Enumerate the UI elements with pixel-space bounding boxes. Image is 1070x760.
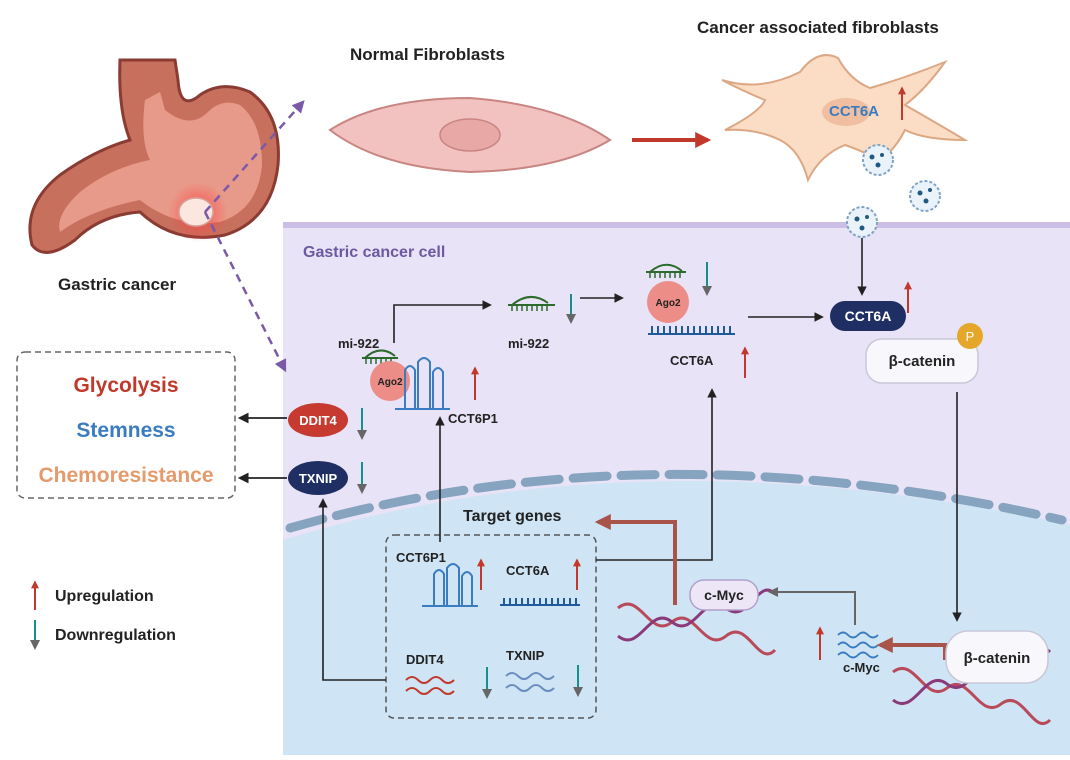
cct6p1-nuc-label: CCT6P1 — [396, 550, 446, 565]
cmyc-dna-box — [689, 579, 759, 611]
target-genes-brown-arrow — [594, 514, 677, 605]
cct6a-membrane-badge — [830, 301, 906, 331]
cmyc-mrna — [837, 631, 879, 659]
nuclear-envelope — [285, 469, 1067, 533]
cct6p1-cyto-label: CCT6P1 — [448, 411, 498, 426]
cct6a-nuc-mrna — [500, 598, 580, 606]
mi922-mid-hairpin — [508, 296, 555, 311]
cct6a-export-line — [596, 388, 717, 561]
caf-cct6a-label: CCT6A — [829, 103, 879, 120]
cct6p1-nuc-hairpin — [422, 563, 478, 607]
ddit4-nuc-label: DDIT4 — [406, 652, 444, 667]
beta-catenin-nucleus-box — [945, 630, 1049, 684]
dashed-arrow-to-fibroblast — [204, 100, 305, 213]
stemness-label: Stemness — [76, 419, 175, 442]
cct6a-mrna-cyto — [648, 326, 735, 335]
mi922-left-hairpin — [362, 349, 398, 364]
ago2-left — [370, 361, 410, 401]
ago2-right — [647, 281, 689, 323]
caf-label: Cancer associated fibroblasts — [697, 18, 939, 37]
caf-cell — [721, 54, 969, 183]
normal-fibroblasts-label: Normal Fibroblasts — [350, 45, 505, 64]
exosome — [846, 206, 878, 238]
ddit4-nuc-mrna — [405, 676, 455, 695]
ago2-right-label: Ago2 — [656, 298, 681, 309]
mi922-left-label: mi-922 — [338, 336, 379, 351]
txnip-cyto-badge — [288, 461, 348, 495]
cct6p1-hairpin — [395, 357, 450, 410]
mi922-right-hairpin — [646, 263, 686, 278]
gastric-cancer-label: Gastric cancer — [58, 275, 177, 294]
target-genes-label: Target genes — [463, 508, 562, 525]
txnip-nuc-mrna — [505, 672, 555, 692]
cmyc-translation-arrow — [768, 587, 856, 625]
normal-fibroblast-cell — [328, 96, 612, 174]
cmyc-mrna-label: c-Myc — [843, 660, 880, 675]
legend-down-label: Downregulation — [55, 627, 176, 644]
txnip-cyto-label: TXNIP — [299, 471, 338, 486]
beta-catenin-cyto-box — [865, 338, 979, 384]
cct6a-membrane-label: CCT6A — [845, 308, 892, 324]
txnip-nuc-label: TXNIP — [506, 648, 545, 663]
legend-up-label: Upregulation — [55, 588, 154, 605]
exosome — [862, 144, 894, 176]
target-genes-box — [385, 534, 597, 719]
stomach-illustration — [28, 58, 280, 254]
beta-catenin-nucleus-label: β-catenin — [964, 650, 1031, 667]
gastric-cancer-cell-label: Gastric cancer cell — [303, 244, 445, 261]
ddit4-cyto-badge — [288, 403, 348, 437]
cct6a-nuc-label: CCT6A — [506, 563, 550, 578]
cct6a-cyto-label: CCT6A — [670, 353, 714, 368]
mirna-pathway-line — [393, 300, 492, 343]
outcomes-box — [16, 351, 236, 499]
ago2-left-label: Ago2 — [378, 377, 403, 388]
exosome — [909, 180, 941, 212]
phosphate-badge — [957, 323, 983, 349]
nuc-to-txnip-line — [318, 498, 386, 681]
dashed-arrow-to-cancer-cell — [203, 211, 287, 373]
cmyc-dna-label: c-Myc — [704, 587, 744, 603]
beta-catenin-cyto-label: β-catenin — [889, 353, 956, 370]
glycolysis-label: Glycolysis — [73, 374, 178, 397]
phosphate-label: P — [966, 329, 975, 344]
mi922-mid-label: mi-922 — [508, 336, 549, 351]
beta-catenin-to-cmyc-arrow — [876, 637, 947, 660]
chemoresistance-label: Chemoresistance — [38, 464, 213, 487]
ddit4-cyto-label: DDIT4 — [299, 413, 337, 428]
